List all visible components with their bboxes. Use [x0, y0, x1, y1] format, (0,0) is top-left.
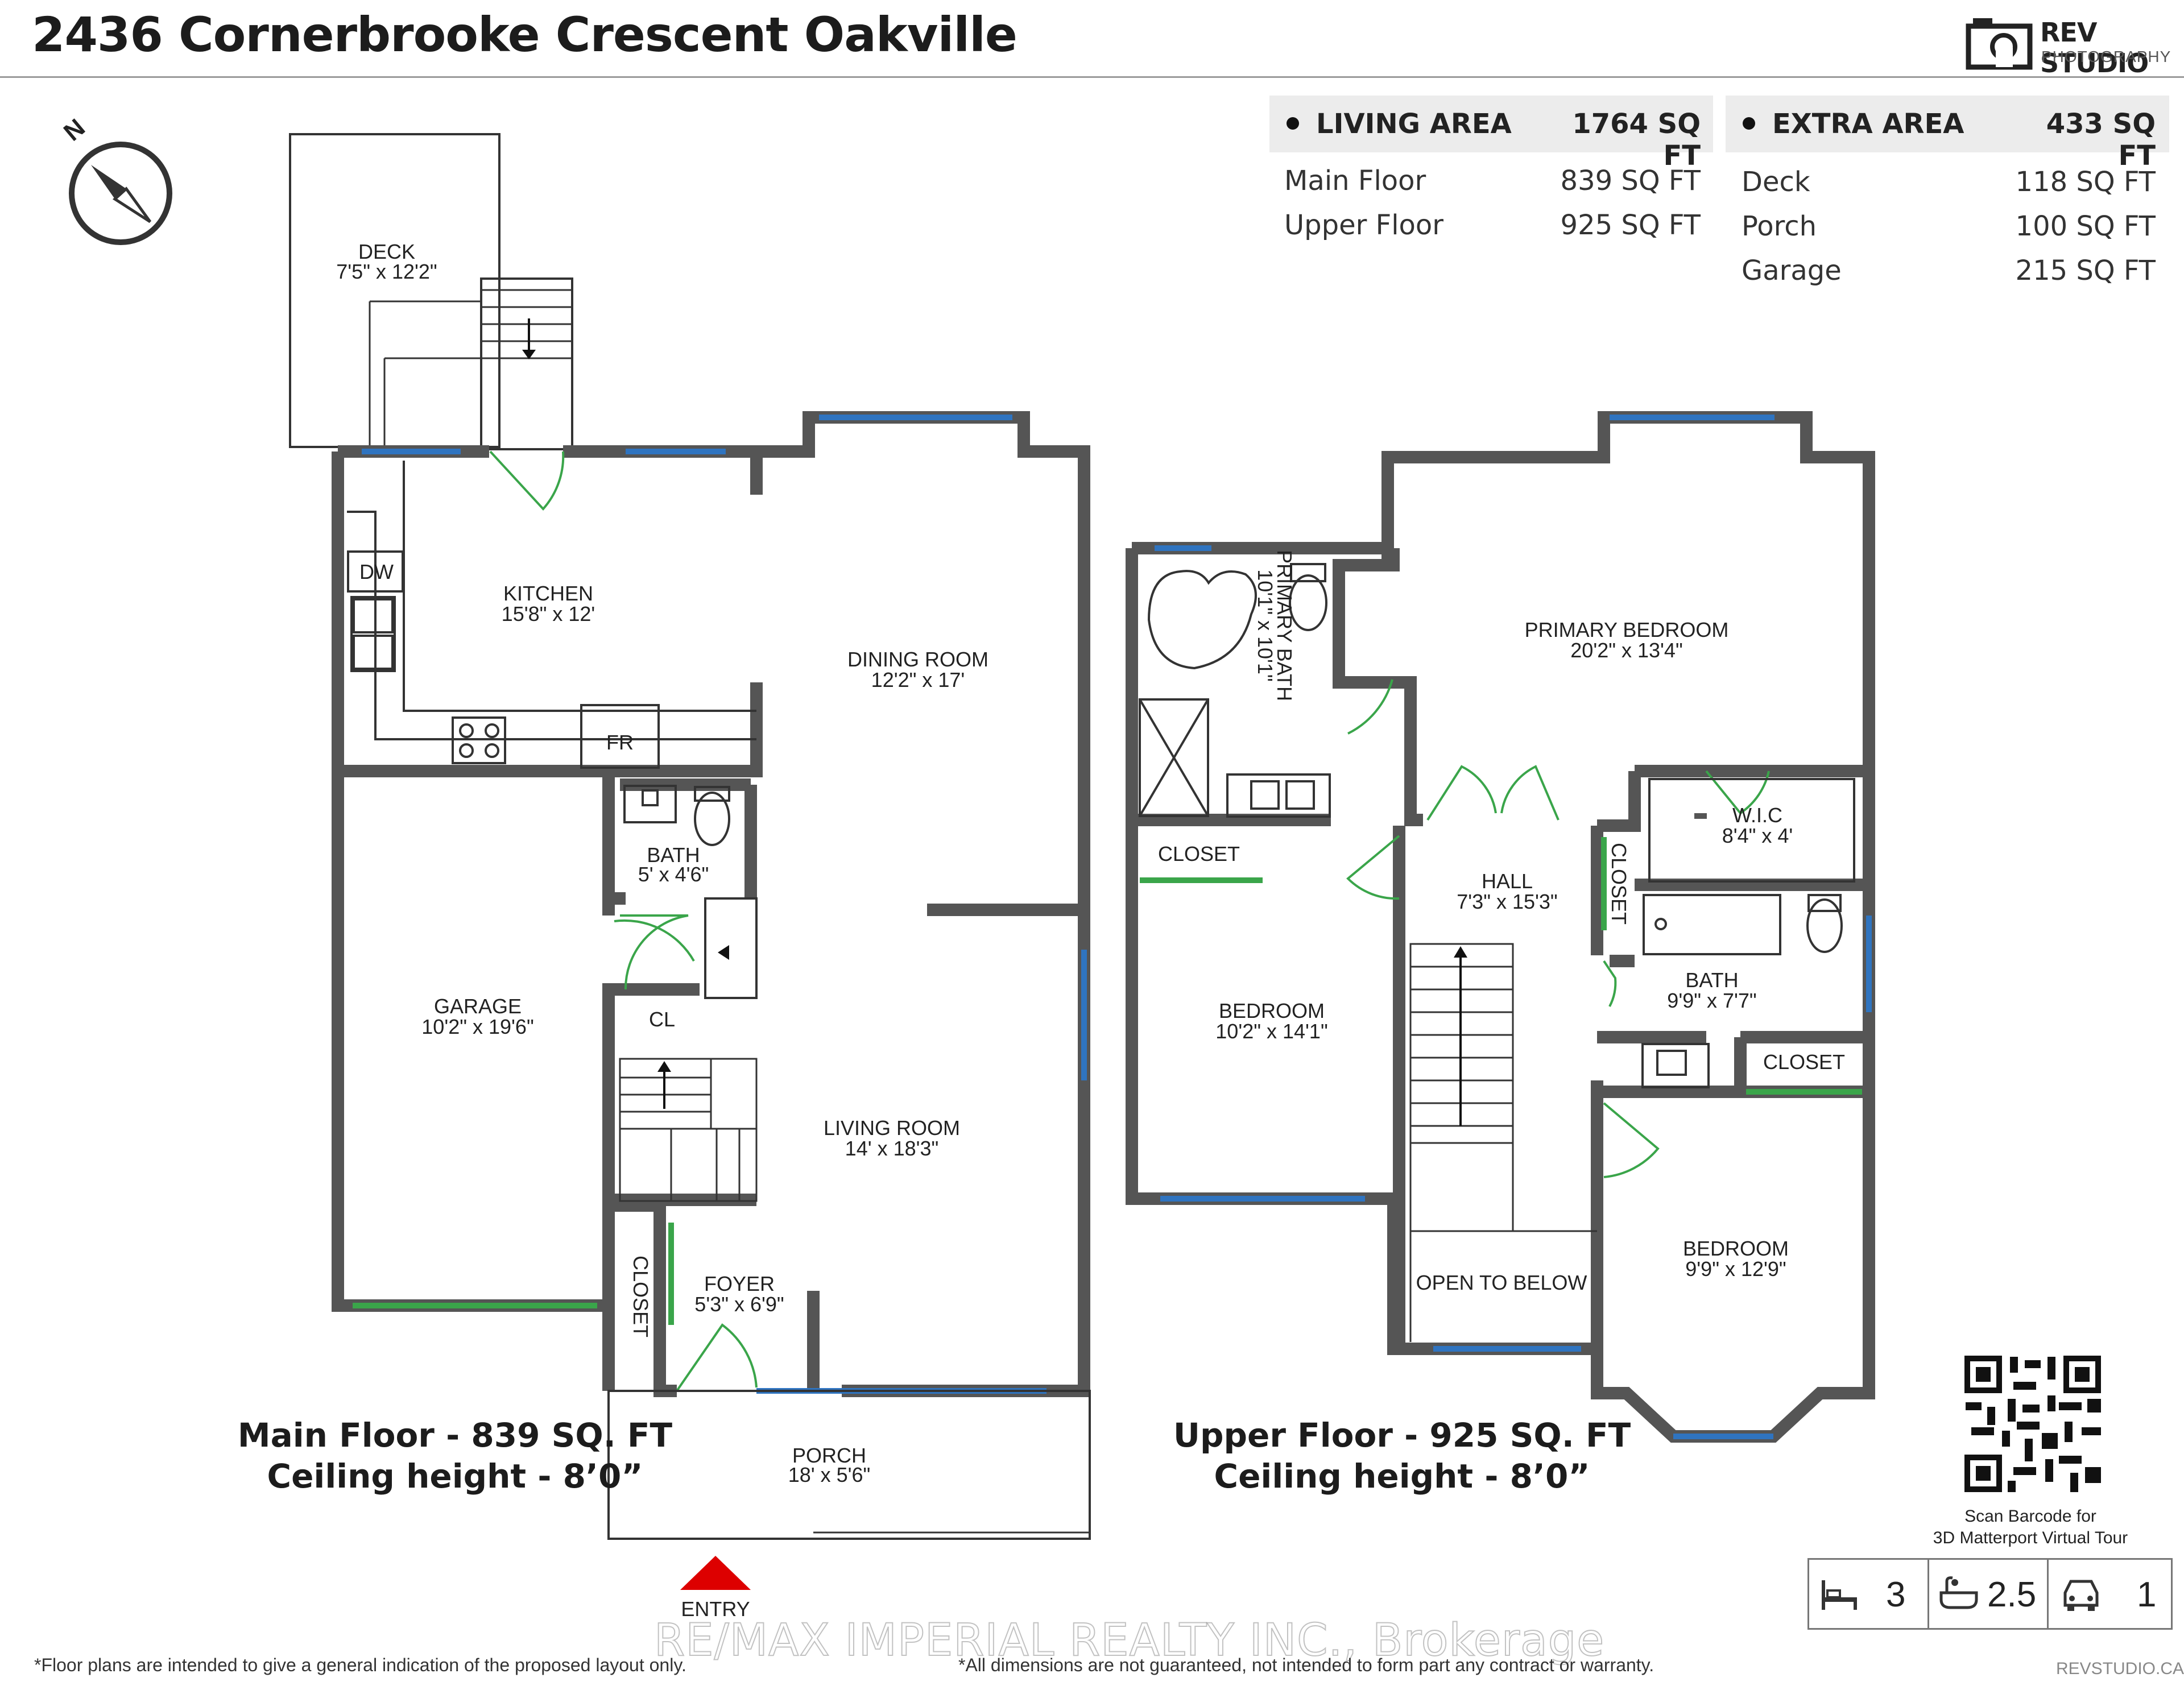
room-name-wic: W.I.C: [1732, 803, 1782, 827]
room-name-dining: DINING ROOM: [847, 648, 988, 671]
brokerage-watermark: RE/MAX IMPERIAL REALTY INC., Brokerage: [653, 1614, 1605, 1667]
room-dims-bedroom: 10'2" x 14'1": [1215, 1020, 1327, 1043]
qr-caption-line2: 3D Matterport Virtual Tour: [1933, 1529, 2128, 1547]
entry-label: ENTRY: [681, 1597, 750, 1621]
brand-name: REV STUDIO: [2040, 17, 2149, 78]
bathrooms-count: 2.5: [1987, 1575, 2037, 1614]
closet-label: CLOSET: [1158, 842, 1240, 865]
room-name-deck: DECK: [358, 240, 415, 263]
extra-row-value: 215 SQ FT: [2015, 255, 2156, 287]
fridge-label: FR: [606, 731, 634, 754]
room-dims-bedroom: 9'9" x 12'9": [1685, 1257, 1786, 1281]
compass-icon: N: [59, 114, 172, 245]
main-floor-caption: Main Floor - 839 SQ. FT Ceiling height -…: [171, 1415, 739, 1497]
extra-area-total: 433 SQ FT: [2046, 108, 2156, 172]
room-name-living: LIVING ROOM: [824, 1116, 960, 1140]
bedrooms-count: 3: [1886, 1575, 1906, 1614]
camera-icon: [1966, 18, 2033, 70]
compass-north-label: N: [59, 114, 90, 147]
closet-label: CL: [649, 1008, 675, 1031]
room-dims-hall: 7'3" x 15'3": [1457, 890, 1557, 913]
bathrooms-stat: 2.5: [1927, 1560, 2049, 1628]
room-name-porch: PORCH: [792, 1444, 866, 1467]
room-dims-primary-bath: 10'1" x 10'1": [1254, 569, 1277, 681]
brand-tagline: PHOTOGRAPHY: [2041, 48, 2171, 65]
open-to-below-label: OPEN TO BELOW: [1416, 1271, 1587, 1294]
room-dims-deck: 7'5" x 12'2": [336, 260, 437, 283]
header-divider: [0, 76, 2184, 78]
upper-floor-ceiling: Ceiling height - 8’0”: [1214, 1457, 1590, 1496]
qr-code[interactable]: [1963, 1355, 2102, 1493]
room-dims-bath: 9'9" x 7'7": [1667, 989, 1756, 1012]
bed-icon: [1822, 1580, 1857, 1610]
qr-caption-line1: Scan Barcode for: [1964, 1507, 2096, 1526]
room-dims-kitchen: 15'8" x 12': [502, 602, 595, 626]
extra-row-name: Garage: [1742, 255, 1842, 287]
bullet-icon: [1287, 117, 1299, 130]
living-row-name: Upper Floor: [1284, 209, 1444, 241]
garage-count: 1: [2137, 1575, 2157, 1614]
closet-label: CLOSET: [629, 1256, 652, 1337]
room-name-hall: HALL: [1482, 869, 1533, 893]
bathtub-icon: [1939, 1576, 1978, 1609]
qr-caption: Scan Barcode for 3D Matterport Virtual T…: [1900, 1506, 2161, 1549]
page-title: 2436 Cornerbrooke Crescent Oakville: [32, 7, 1017, 63]
room-dims-living: 14' x 18'3": [845, 1137, 939, 1160]
extra-area-label: EXTRA AREA: [1772, 108, 1964, 140]
room-name-foyer: FOYER: [704, 1272, 775, 1295]
extra-row-name: Porch: [1742, 210, 1817, 242]
dishwasher-label: DW: [359, 560, 394, 583]
room-dims-wic: 8'4" x 4': [1722, 824, 1793, 847]
room-dims-bath: 5' x 4'6": [638, 863, 709, 886]
living-area-total: 1764 SQ FT: [1572, 108, 1701, 172]
garage-stat: 1: [2047, 1560, 2169, 1628]
disclaimer-layout: *Floor plans are intended to give a gene…: [34, 1655, 686, 1675]
disclaimer-dimensions: *All dimensions are not guaranteed, not …: [958, 1655, 1654, 1675]
entry-arrow-icon: [680, 1556, 751, 1590]
living-area-header: [1269, 96, 1713, 152]
room-dims-porch: 18' x 5'6": [788, 1463, 871, 1486]
room-name-bath: BATH: [647, 843, 700, 867]
room-name-bath: BATH: [1685, 968, 1738, 992]
room-name-primary-bath: PRIMARY BATH: [1273, 550, 1296, 701]
extra-row-value: 118 SQ FT: [2015, 166, 2156, 198]
living-area-label: LIVING AREA: [1316, 108, 1512, 140]
extra-row-name: Deck: [1742, 166, 1810, 198]
extra-row-value: 100 SQ FT: [2015, 210, 2156, 242]
room-dims-primary-bedroom: 20'2" x 13'4": [1570, 639, 1682, 662]
property-stats: 3 2.5 1: [1807, 1558, 2173, 1630]
brand-logo: REV STUDIO PHOTOGRAPHY: [1965, 14, 2170, 78]
main-floor-plan: DECK 7'5" x 12'2" KITCHEN 15'8" x 12' DI…: [289, 133, 1091, 1621]
main-floor-ceiling: Ceiling height - 8’0”: [267, 1457, 643, 1496]
room-name-bedroom: BEDROOM: [1219, 999, 1325, 1022]
room-dims-foyer: 5'3" x 6'9": [694, 1293, 784, 1316]
bullet-icon: [1743, 117, 1755, 130]
closet-label: CLOSET: [1763, 1050, 1845, 1074]
room-name-bedroom: BEDROOM: [1683, 1237, 1789, 1260]
website-link[interactable]: REVSTUDIO.CA: [2056, 1659, 2184, 1678]
room-name-garage: GARAGE: [434, 995, 522, 1018]
living-row-value: 839 SQ FT: [1560, 165, 1701, 197]
upper-floor-plan: PRIMARY BEDROOM 20'2" x 13'4" PRIMARY BA…: [1126, 411, 1875, 1443]
upper-floor-area: Upper Floor - 925 SQ. FT: [1173, 1416, 1631, 1455]
car-icon: [2063, 1580, 2099, 1611]
bedrooms-stat: 3: [1809, 1560, 1929, 1628]
room-name-primary-bedroom: PRIMARY BEDROOM: [1525, 618, 1729, 641]
room-name-kitchen: KITCHEN: [503, 582, 593, 605]
main-floor-area: Main Floor - 839 SQ. FT: [237, 1416, 673, 1455]
room-dims-dining: 12'2" x 17': [871, 668, 965, 691]
living-row-value: 925 SQ FT: [1560, 209, 1701, 241]
closet-label: CLOSET: [1607, 843, 1631, 925]
upper-floor-caption: Upper Floor - 925 SQ. FT Ceiling height …: [1118, 1415, 1686, 1497]
extra-area-header: [1726, 96, 2169, 152]
living-row-name: Main Floor: [1284, 165, 1426, 197]
room-dims-garage: 10'2" x 19'6": [421, 1015, 533, 1038]
